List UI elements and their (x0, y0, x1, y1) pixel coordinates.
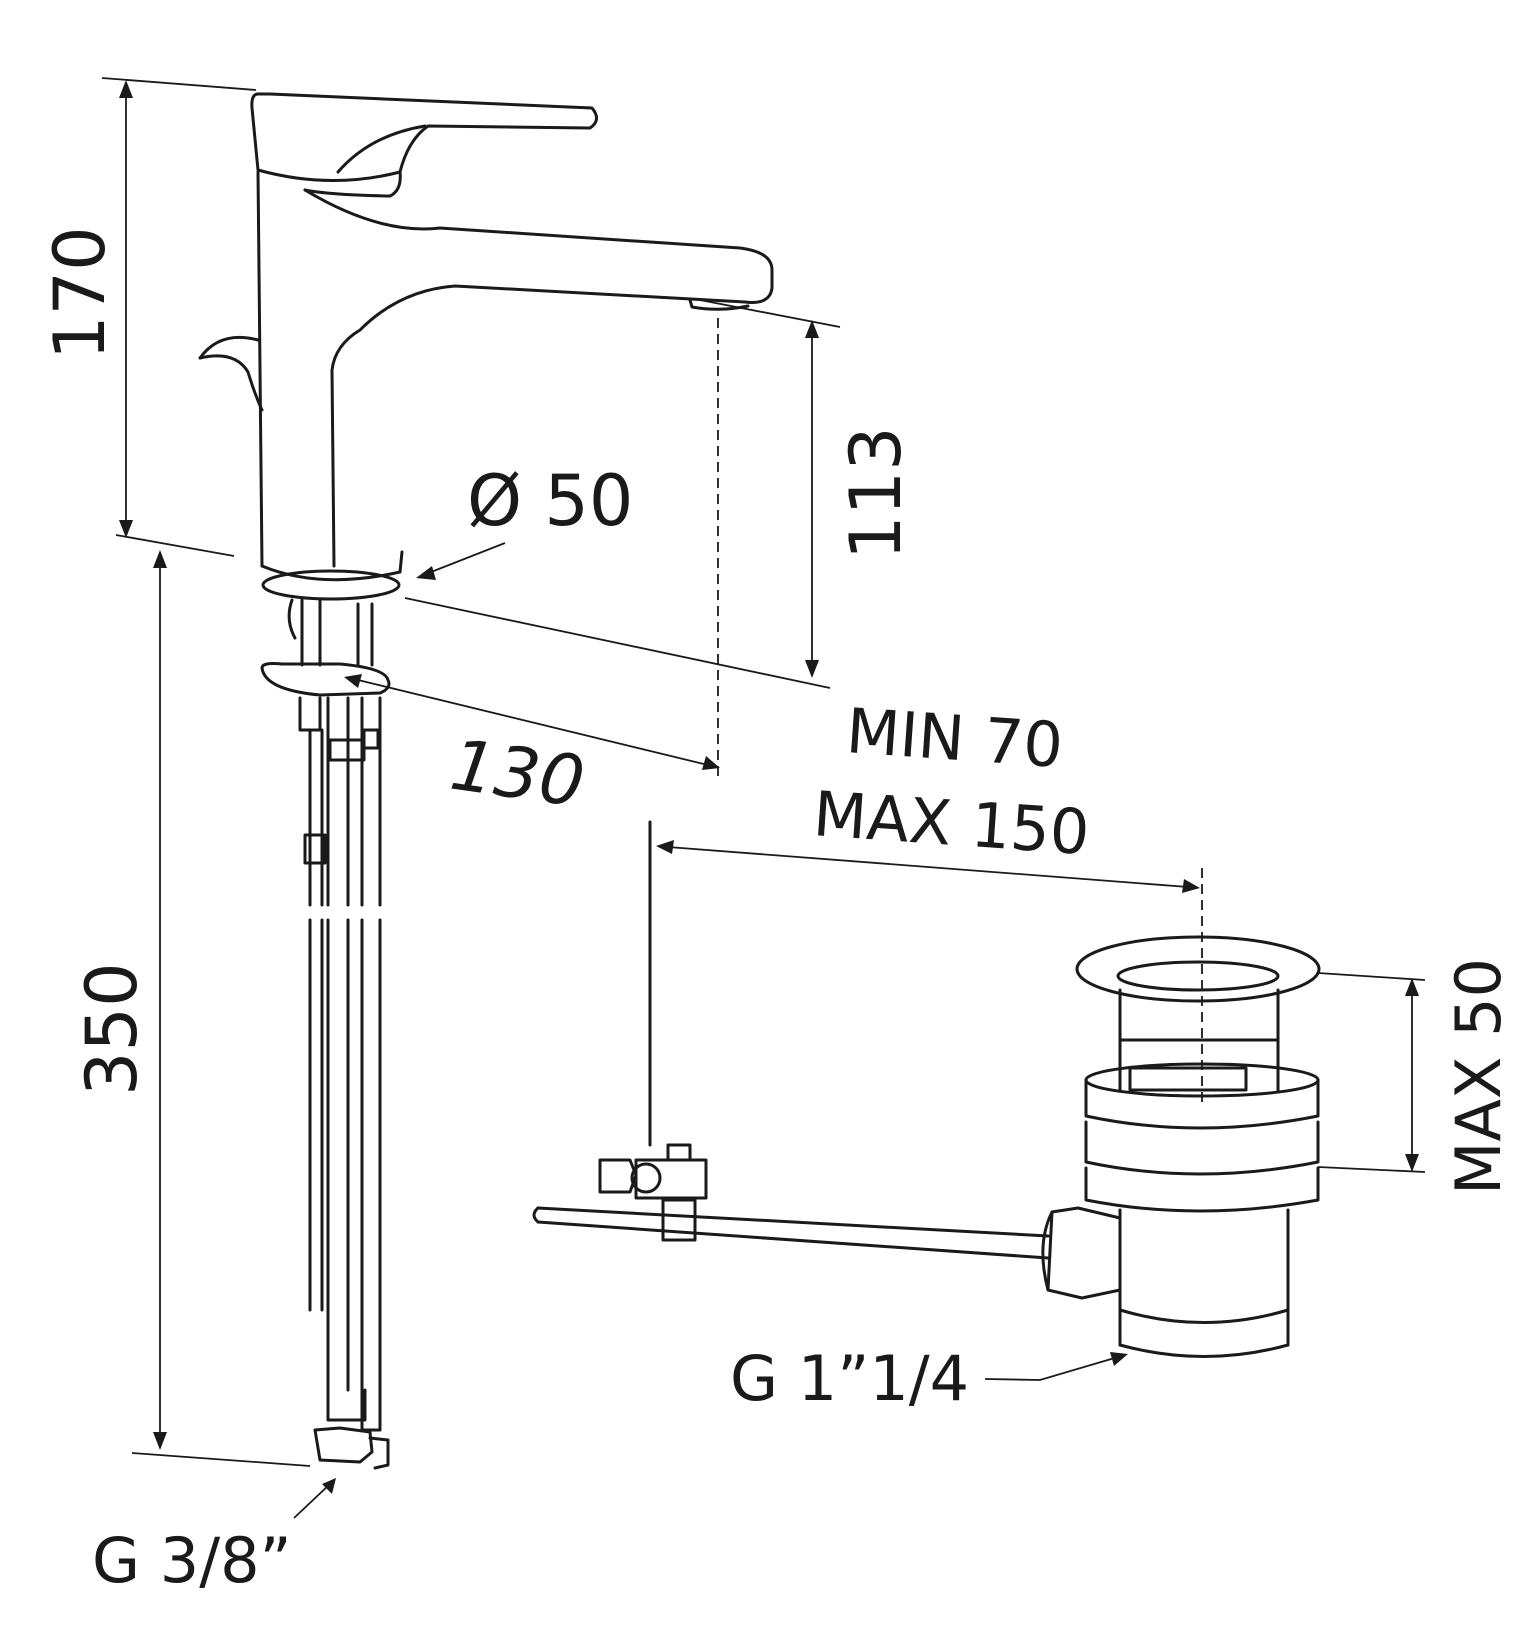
dimension-deck-thickness (404, 597, 831, 689)
dimension-350 (131, 550, 311, 1467)
waste-outline (532, 820, 1321, 1358)
dim-label-max-50: MAX 50 (1442, 958, 1515, 1195)
supply-thread-label: G 3/8” (92, 1524, 292, 1597)
dimension-max-50 (1317, 972, 1426, 1173)
dim-label-350: 350 (71, 962, 153, 1096)
dim-label-diameter: Ø 50 (467, 460, 633, 542)
faucet-outline (198, 92, 774, 601)
dimension-170 (101, 77, 257, 557)
dim-label-max-150: MAX 150 (811, 777, 1092, 869)
dim-label-130: 130 (446, 724, 590, 824)
waste-leader (984, 1352, 1128, 1381)
dim-label-min-70: MIN 70 (844, 694, 1065, 782)
dim-label-113: 113 (835, 426, 917, 560)
dimension-113 (699, 299, 841, 780)
dimension-diameter (416, 542, 506, 580)
dimension-130 (344, 674, 720, 770)
dimension-deck-range (656, 840, 1203, 1105)
supply-leader (293, 1478, 336, 1519)
dim-label-170: 170 (39, 226, 121, 360)
waste-thread-label: G 1”1/4 (730, 1342, 969, 1415)
mounting-hardware (260, 598, 391, 1470)
